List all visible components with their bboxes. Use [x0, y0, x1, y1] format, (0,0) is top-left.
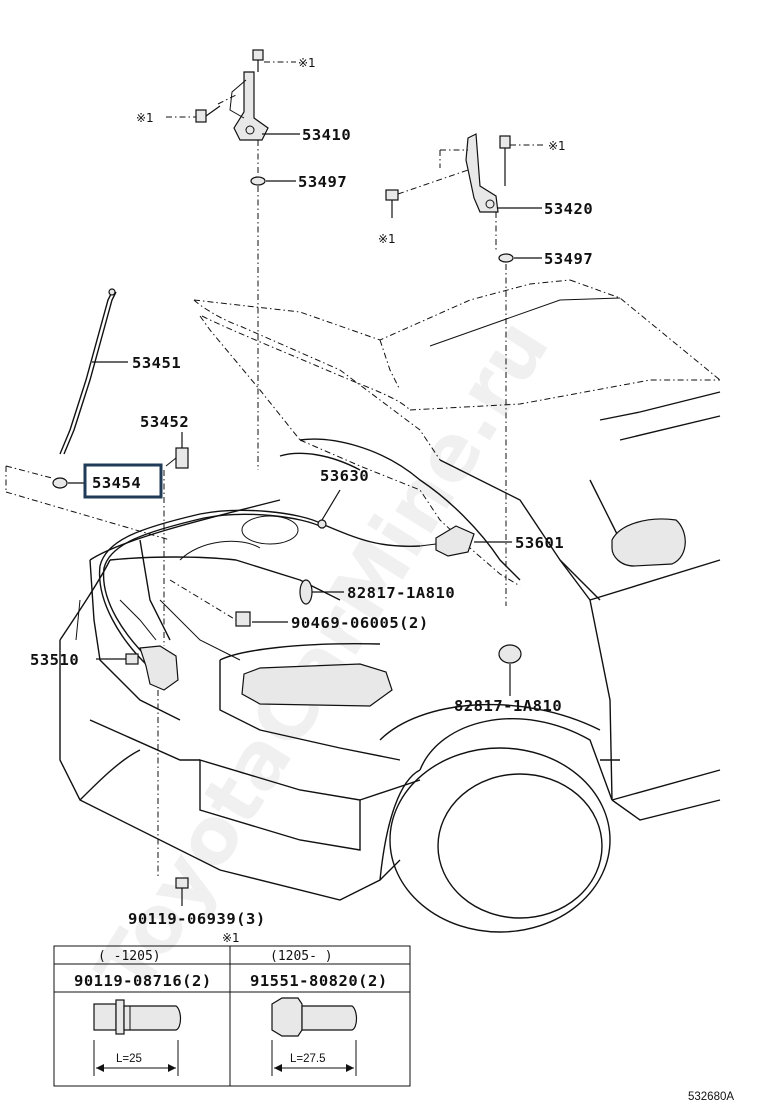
hinge-right[interactable]: [465, 133, 499, 213]
part-label-53454[interactable]: 53454: [92, 474, 141, 492]
washer-icon: [250, 176, 266, 186]
part-label-82817-upper[interactable]: 82817-1A810: [347, 584, 455, 602]
part-label-53410[interactable]: 53410: [302, 126, 351, 144]
grommet-icon: [498, 644, 522, 664]
highlight-box: [83, 463, 163, 499]
grommet-icon: [52, 477, 68, 489]
part-label-53497[interactable]: 53497: [544, 250, 593, 268]
part-label-53510[interactable]: 53510: [30, 651, 79, 669]
bolt-variant-table: ( -1205) (1205- ) 90119-08716(2) 91551-8…: [53, 945, 411, 1087]
table-col1-part[interactable]: 90119-08716(2): [74, 972, 212, 990]
part-label-53497[interactable]: 53497: [298, 173, 347, 191]
note-mark: ※1: [298, 56, 316, 70]
bolt-icon: [252, 49, 264, 72]
clip-icon: [235, 611, 251, 627]
support-holder[interactable]: [165, 447, 189, 469]
table-col2-range: (1205- ): [270, 949, 333, 964]
hood-lock[interactable]: [125, 645, 179, 691]
part-label-90119-06939[interactable]: 90119-06939(3): [128, 910, 266, 928]
part-label-53420[interactable]: 53420: [544, 200, 593, 218]
bolt-icon: [175, 877, 189, 906]
grommet-icon: [299, 579, 313, 605]
side-mirror: [611, 518, 686, 567]
note-mark: ※1: [136, 111, 154, 125]
diagram-code: 532680A: [688, 1091, 734, 1103]
part-label-53630[interactable]: 53630: [320, 467, 369, 485]
part-label-90469[interactable]: 90469-06005(2): [291, 614, 429, 632]
note-mark: ※1: [222, 931, 240, 945]
table-col2-part[interactable]: 91551-80820(2): [250, 972, 388, 990]
washer-icon: [498, 253, 514, 263]
release-cable[interactable]: [75, 509, 421, 669]
headlight: [241, 663, 393, 707]
note-mark: ※1: [548, 139, 566, 153]
part-label-53452[interactable]: 53452: [140, 413, 189, 431]
bolt-icon: [195, 105, 221, 123]
part-label-82817-lower[interactable]: 82817-1A810: [454, 697, 562, 715]
hood-outline: [193, 279, 721, 587]
flange-bolt-icon: [93, 999, 182, 1035]
bolt-icon: [385, 189, 399, 218]
car-body: [59, 297, 721, 933]
note-mark: ※1: [378, 232, 396, 246]
part-label-53451[interactable]: 53451: [132, 354, 181, 372]
flange-bolt-icon: [271, 997, 358, 1037]
part-label-53601[interactable]: 53601: [515, 534, 564, 552]
hinge-left[interactable]: [229, 71, 269, 141]
hood-support-rod[interactable]: [59, 288, 117, 455]
table-col1-range: ( -1205): [98, 949, 161, 964]
table-col1-length: L=25: [116, 1053, 142, 1065]
bolt-icon: [499, 135, 511, 186]
release-lever[interactable]: [419, 525, 475, 557]
table-col2-length: L=27.5: [290, 1053, 326, 1065]
front-wheel: [389, 747, 611, 933]
